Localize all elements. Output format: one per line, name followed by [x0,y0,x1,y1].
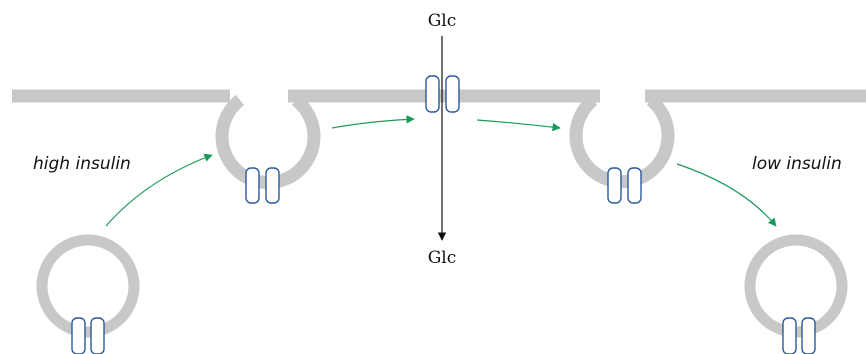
transporter-invagination-right [607,167,642,204]
low-insulin-label: low insulin [752,154,842,174]
glucose-label-extracellular: Glc [428,11,457,31]
glucose-label-intracellular: Glc [428,248,457,268]
transporter-vesicle-left [71,317,105,354]
vesicle-right [744,234,848,338]
transporter-invagination-left [245,167,280,204]
high-insulin-label: high insulin [33,154,131,174]
trafficking-arrows [105,115,777,227]
arrow-membrane-to-invagination [476,119,561,132]
membrane-invagination-right [569,94,675,189]
arrow-vesicle-to-invagination-left [105,153,213,227]
transporter-plasma-membrane [425,75,460,113]
transporter-vesicle-right [782,317,816,354]
vesicle-left [36,234,140,338]
arrow-invagination-to-vesicle-right [676,163,777,227]
plasma-membrane [12,89,866,189]
arrow-invagination-to-membrane [331,115,415,129]
